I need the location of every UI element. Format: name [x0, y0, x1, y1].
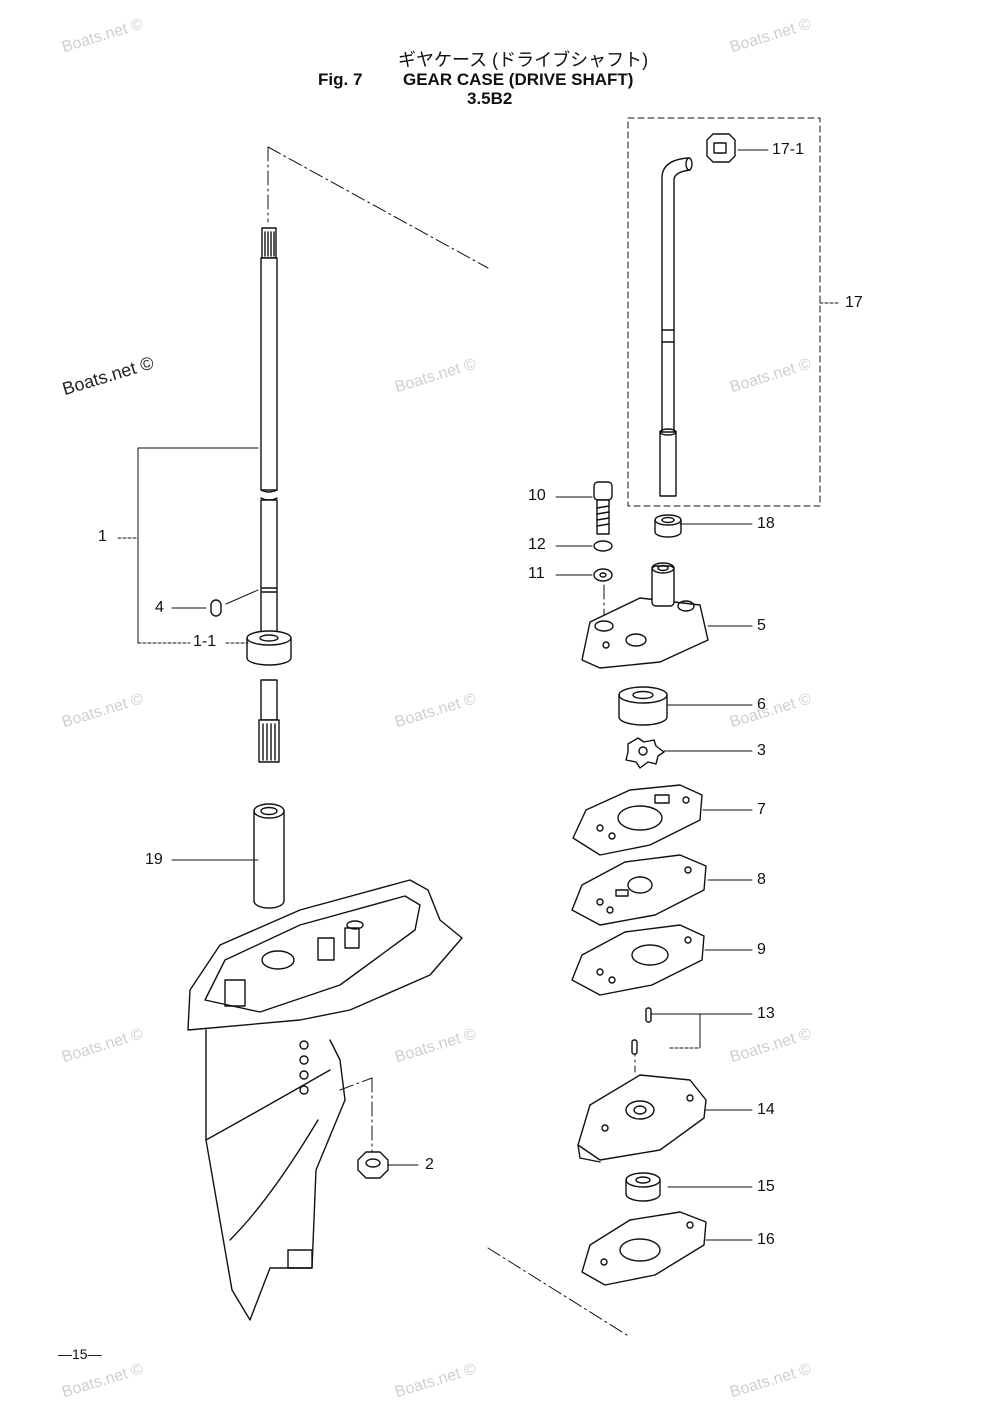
callout-16: 16	[757, 1231, 775, 1248]
leader-lines	[118, 150, 840, 1240]
gasket-16	[582, 1212, 706, 1285]
page-number: —15—	[58, 1346, 102, 1362]
callout-15: 15	[757, 1178, 775, 1195]
washer-12	[594, 541, 612, 551]
sleeve-19	[254, 804, 284, 908]
impeller-3	[626, 738, 664, 768]
callout-9: 9	[757, 941, 766, 958]
callout-7: 7	[757, 801, 766, 818]
callout-17-1: 17-1	[772, 141, 805, 158]
nut-2	[358, 1152, 388, 1178]
kit-box-17	[628, 118, 820, 506]
callout-19: 19	[145, 851, 163, 868]
seal-18	[655, 515, 681, 537]
callout-1: 1	[98, 528, 107, 545]
callout-18: 18	[757, 515, 775, 532]
callout-12: 12	[528, 536, 546, 553]
callout-1-1: 1-1	[193, 633, 217, 650]
bolt-10	[594, 482, 612, 534]
callout-14: 14	[757, 1101, 775, 1118]
water-tube-17	[660, 158, 692, 496]
callout-8: 8	[757, 871, 766, 888]
drive-shaft	[259, 228, 279, 762]
plate-8	[572, 855, 706, 925]
callout-10: 10	[528, 487, 546, 504]
grommet-17-1	[707, 134, 735, 162]
seal-15	[626, 1173, 660, 1201]
pump-case-5	[582, 563, 708, 668]
callout-2: 2	[425, 1156, 434, 1173]
pump-case-14	[578, 1075, 706, 1162]
figure-label: Fig. 7	[318, 70, 363, 89]
callout-5: 5	[757, 617, 766, 634]
callout-3: 3	[757, 742, 766, 759]
insert-6	[619, 687, 667, 725]
assembly-centerlines	[268, 147, 635, 1337]
model-label: 3.5B2	[467, 89, 513, 108]
callout-11: 11	[528, 565, 545, 582]
title-english: GEAR CASE (DRIVE SHAFT)	[403, 70, 634, 89]
callout-17: 17	[845, 294, 863, 311]
bearing-1-1	[247, 631, 291, 665]
title-japanese: ギヤケース (ドライブシャフト)	[398, 50, 649, 70]
gear-case-housing	[188, 880, 462, 1320]
gasket-7	[573, 785, 702, 855]
pin-4	[211, 600, 221, 616]
callout-6: 6	[757, 696, 766, 713]
gasket-9	[572, 925, 704, 995]
washer-11	[594, 569, 612, 581]
pin-13-lower	[632, 1040, 637, 1054]
callout-13: 13	[757, 1005, 775, 1022]
callout-4: 4	[155, 599, 164, 616]
pin-13-upper	[646, 1008, 651, 1022]
